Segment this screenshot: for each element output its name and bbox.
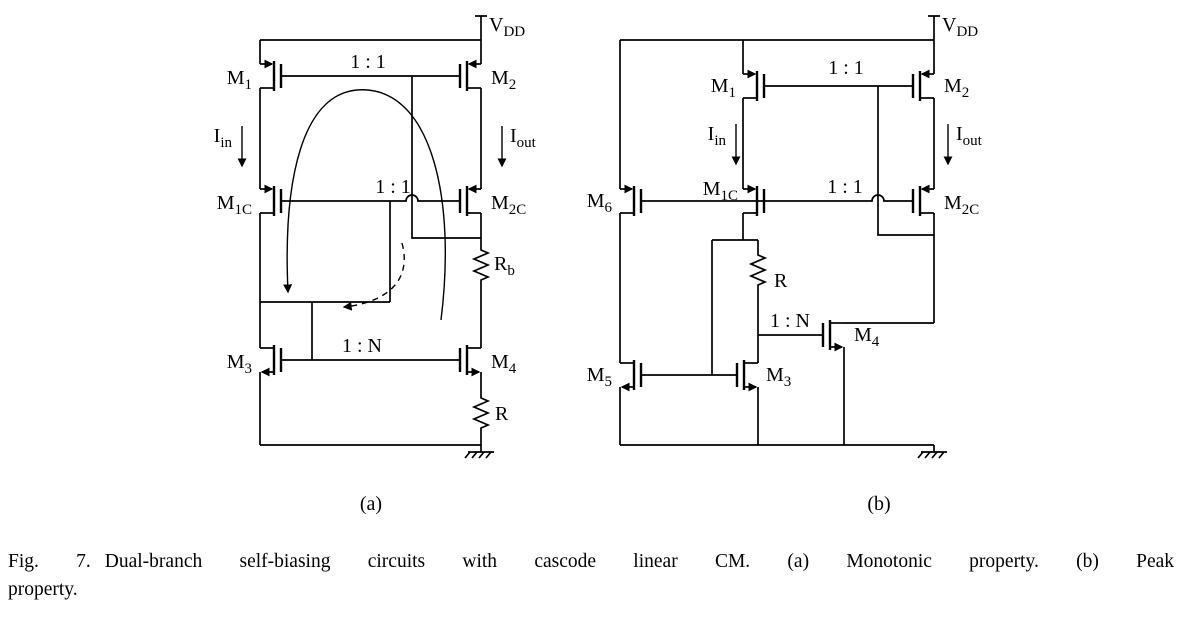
rb-label: Rb	[494, 253, 515, 279]
m1c-label: M1C	[217, 192, 252, 218]
ground-symbol	[917, 444, 948, 459]
mirror-ratio-bottom-label: 1 : N	[770, 310, 810, 332]
transistor-m4	[823, 320, 844, 350]
iin-label: Iin	[708, 123, 727, 149]
m2-label: M2	[944, 75, 969, 101]
transistor-m2c	[913, 186, 934, 216]
m3-label: M3	[766, 364, 791, 390]
caption-line-1: Fig. 7. Dual-branch self-biasing circuits…	[8, 548, 1174, 576]
mirror-ratio-mid-label: 1 : 1	[375, 176, 411, 198]
transistor-m1	[743, 71, 764, 101]
r-label: R	[495, 403, 509, 425]
iout-label: Iout	[956, 123, 983, 149]
mirror-ratio-mid-label: 1 : 1	[827, 176, 863, 198]
transistor-m4	[460, 345, 481, 375]
transistor-m5	[620, 360, 641, 390]
m5-label: M5	[587, 364, 612, 390]
circuit-b: VDD M1 M2 Iin Iout M6 M1C M2C 1 : 1 1 : …	[587, 14, 983, 459]
m1c-label: M1C	[703, 178, 738, 204]
resistor-r	[748, 252, 768, 288]
caption-fig-number: Fig. 7.	[8, 551, 91, 572]
circuit-a: VDD M1 M2 Iin Iout M1C M2C 1 : 1 1 : 1 1…	[214, 14, 537, 459]
m2c-label: M2C	[944, 192, 979, 218]
caption-text: Dual-branch self-biasing circuits with c…	[104, 551, 1175, 572]
transistor-m1c	[260, 186, 281, 216]
figure-canvas: VDD M1 M2 Iin Iout M1C M2C 1 : 1 1 : 1 1…	[214, 14, 983, 515]
iout-label: Iout	[510, 125, 537, 151]
mirror-ratio-top-label: 1 : 1	[350, 51, 386, 73]
m1-label: M1	[227, 67, 252, 93]
ground-symbol	[464, 444, 495, 459]
transistor-m1	[260, 61, 281, 91]
transistor-m2c	[460, 186, 481, 216]
figure-caption: Fig. 7. Dual-branch self-biasing circuits…	[8, 548, 1174, 604]
m6-label: M6	[587, 190, 613, 216]
m2-label: M2	[491, 67, 516, 93]
r-label: R	[774, 270, 788, 292]
mirror-ratio-bottom-label: 1 : N	[342, 335, 382, 357]
transistor-m3	[260, 345, 281, 375]
resistor-r	[471, 395, 491, 431]
transistor-m2	[460, 61, 481, 91]
wires	[259, 15, 487, 446]
iin-label: Iin	[214, 125, 233, 151]
m4-label: M4	[854, 324, 880, 350]
mirror-ratio-top-label: 1 : 1	[828, 57, 864, 79]
m1-label: M1	[711, 75, 736, 101]
subfigure-label-a: (a)	[360, 493, 382, 515]
m2c-label: M2C	[491, 192, 526, 218]
feedback-loop-arrow-dashed	[342, 242, 405, 311]
wires	[619, 15, 940, 446]
resistor-rb	[471, 247, 491, 283]
m4-label: M4	[491, 351, 517, 377]
subfigure-label-b: (b)	[867, 493, 890, 515]
feedback-loop-arrow-solid	[283, 89, 446, 321]
m3-label: M3	[227, 351, 252, 377]
transistor-m2	[913, 71, 934, 101]
transistor-m6	[620, 186, 641, 216]
vdd-label: VDD	[942, 14, 978, 40]
vdd-label: VDD	[489, 14, 525, 40]
transistor-m3	[737, 360, 758, 390]
caption-line-2: property.	[8, 579, 78, 600]
